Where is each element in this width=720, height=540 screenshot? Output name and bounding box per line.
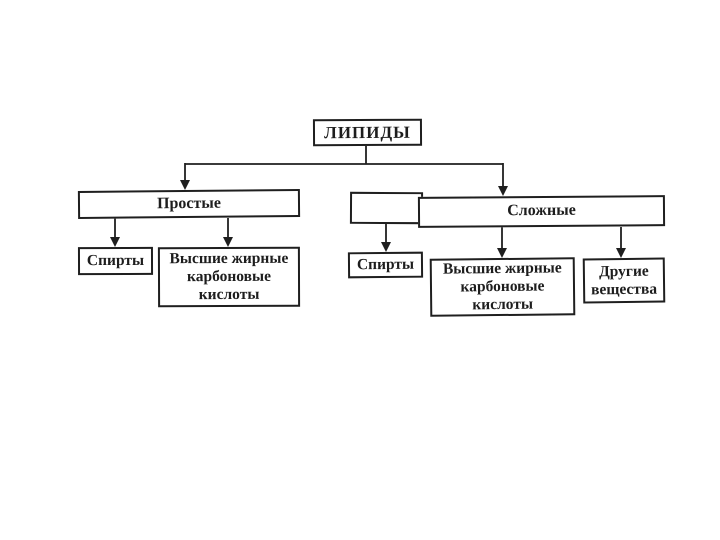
node-label: Спирты [86, 251, 145, 270]
arrowhead-down-icon [223, 237, 233, 247]
branch-complex: Сложные [417, 195, 666, 228]
arrowhead-down-icon [616, 248, 626, 258]
root-node-label: ЛИПИДЫ [324, 122, 411, 142]
arrowhead-down-icon [180, 180, 190, 190]
arrowhead-down-icon [497, 248, 507, 258]
node-fatty-acids-simple: Высшие жирные карбоновые кислоты [157, 246, 301, 308]
root-node-lipids: ЛИПИДЫ [312, 118, 423, 147]
node-label: Другие вещества [590, 262, 658, 298]
arrowhead-down-icon [110, 237, 120, 247]
node-label: Высшие жирные карбоновые кислоты [442, 259, 562, 314]
arrowhead-down-icon [381, 242, 391, 252]
branch-complex-overlap-box [349, 191, 424, 225]
arrowhead-down-icon [498, 186, 508, 196]
node-label: Высшие жирные карбоновые кислоты [169, 250, 289, 304]
branch-simple: Простые [77, 189, 301, 219]
node-label: Спирты [356, 255, 415, 274]
branch-simple-label: Простые [156, 194, 222, 213]
node-alcohols-complex: Спирты [347, 251, 424, 279]
node-alcohols-simple: Спирты [77, 246, 154, 276]
node-other-substances: Другие вещества [582, 257, 666, 304]
node-fatty-acids-complex: Высшие жирные карбоновые кислоты [429, 257, 576, 317]
branch-complex-label: Сложные [507, 202, 576, 220]
